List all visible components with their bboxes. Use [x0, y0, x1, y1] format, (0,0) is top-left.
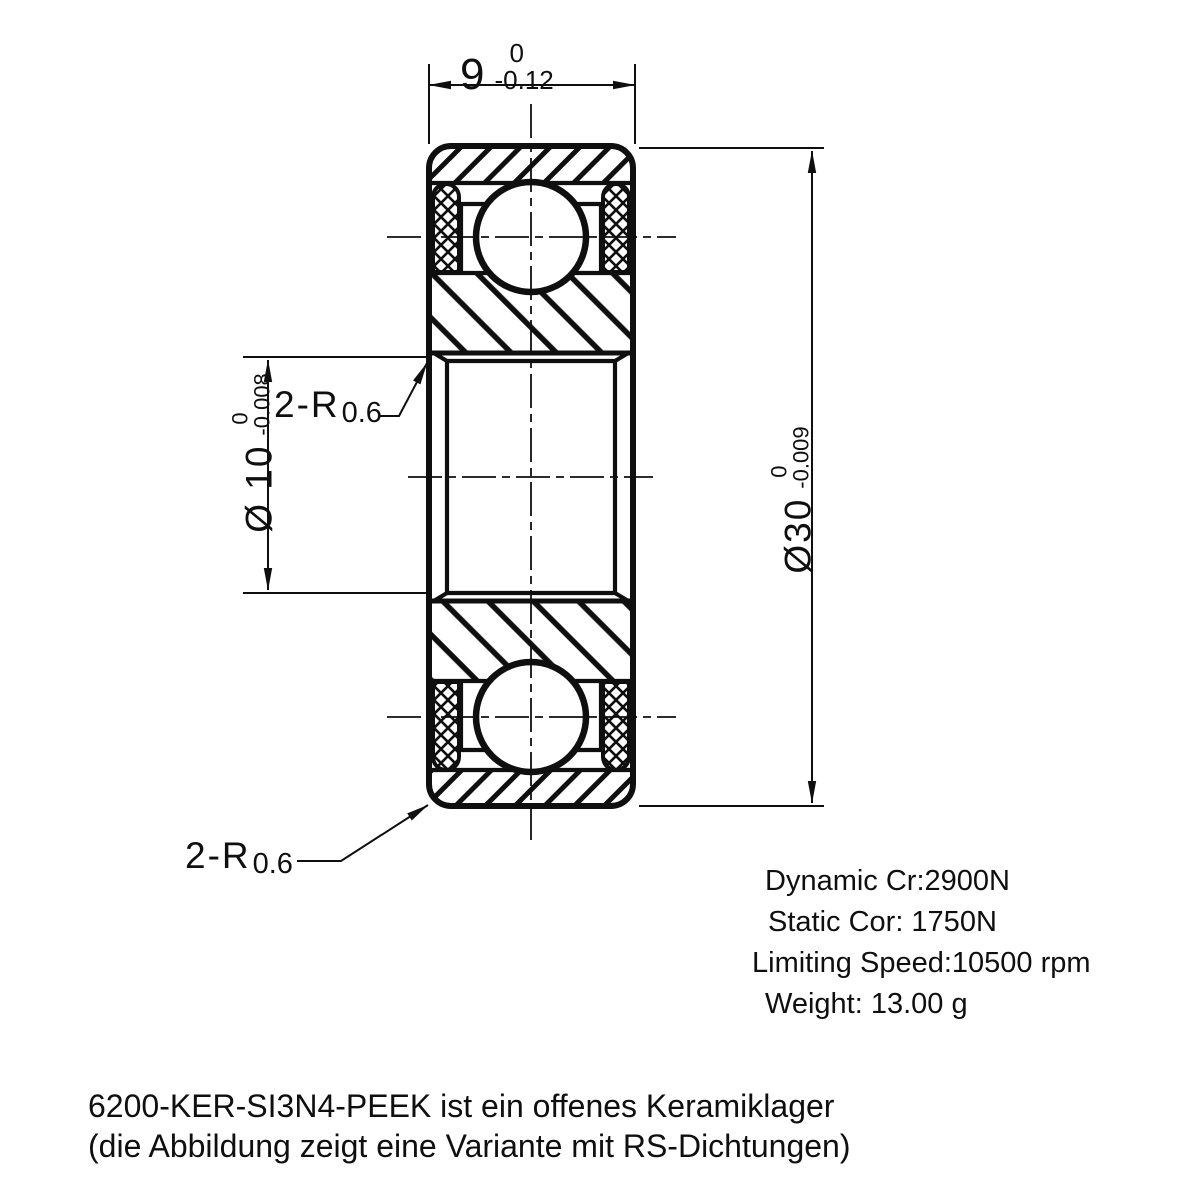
bore-dimension-label: Ø 10 0 -0.008 — [227, 373, 280, 533]
corner-radius-top-value: 0.6 — [341, 396, 382, 429]
width-dimension-tolerance: 0 -0.12 — [494, 40, 553, 93]
width-dimension-label: 9 0 -0.12 — [460, 40, 554, 99]
corner-radius-leader-top — [378, 362, 428, 417]
rs-seals — [431, 182, 631, 772]
spec-static-load: Static Cor: 1750N — [768, 906, 997, 938]
od-tolerance-upper: 0 — [766, 465, 792, 478]
seal-bottom-right — [601, 680, 631, 772]
centerlines — [387, 104, 676, 842]
caption-line-1: 6200-KER-SI3N4-PEEK ist ein offenes Kera… — [88, 1088, 835, 1124]
corner-radius-callout-top: 2-R 0.6 — [274, 384, 382, 427]
od-dimension-tolerance: 0 -0.009 — [766, 426, 814, 489]
bore-tolerance-lower: -0.008 — [250, 373, 275, 436]
od-tolerance-lower: -0.009 — [789, 426, 814, 489]
spec-dynamic-load: Dynamic Cr:2900N — [765, 865, 1010, 897]
spec-weight: Weight: 13.00 g — [765, 988, 968, 1020]
caption: 6200-KER-SI3N4-PEEK ist ein offenes Kera… — [88, 1086, 851, 1166]
od-dimension-label: Ø30 0 -0.009 — [766, 426, 819, 574]
seal-top-left — [431, 182, 461, 274]
seal-top-right — [601, 182, 631, 274]
spec-limiting-speed: Limiting Speed:10500 rpm — [752, 947, 1091, 979]
extension-lines — [243, 64, 824, 807]
seal-bottom-left — [431, 680, 461, 772]
corner-radius-bottom-value: 0.6 — [252, 847, 293, 880]
bore-tolerance-upper: 0 — [227, 412, 253, 425]
corner-radius-callout-bottom: 2-R 0.6 — [185, 835, 293, 878]
width-tolerance-upper: 0 — [509, 38, 524, 68]
od-dimension-value: Ø30 — [777, 497, 819, 574]
corner-radius-bottom-prefix: 2-R — [185, 835, 251, 876]
bore-dimension-tolerance: 0 -0.008 — [227, 373, 275, 436]
bore-dimension-value: Ø 10 — [238, 444, 280, 533]
dimension-lines — [263, 80, 817, 862]
spec-block: Dynamic Cr:2900N Static Cor: 1750N Limit… — [750, 861, 1091, 1025]
corner-radius-leader-bottom — [297, 804, 429, 862]
width-dimension-value: 9 — [460, 49, 486, 99]
caption-line-2: (die Abbildung zeigt eine Variante mit R… — [88, 1128, 851, 1164]
width-tolerance-lower: -0.12 — [494, 64, 554, 95]
corner-radius-top-prefix: 2-R — [274, 384, 340, 425]
